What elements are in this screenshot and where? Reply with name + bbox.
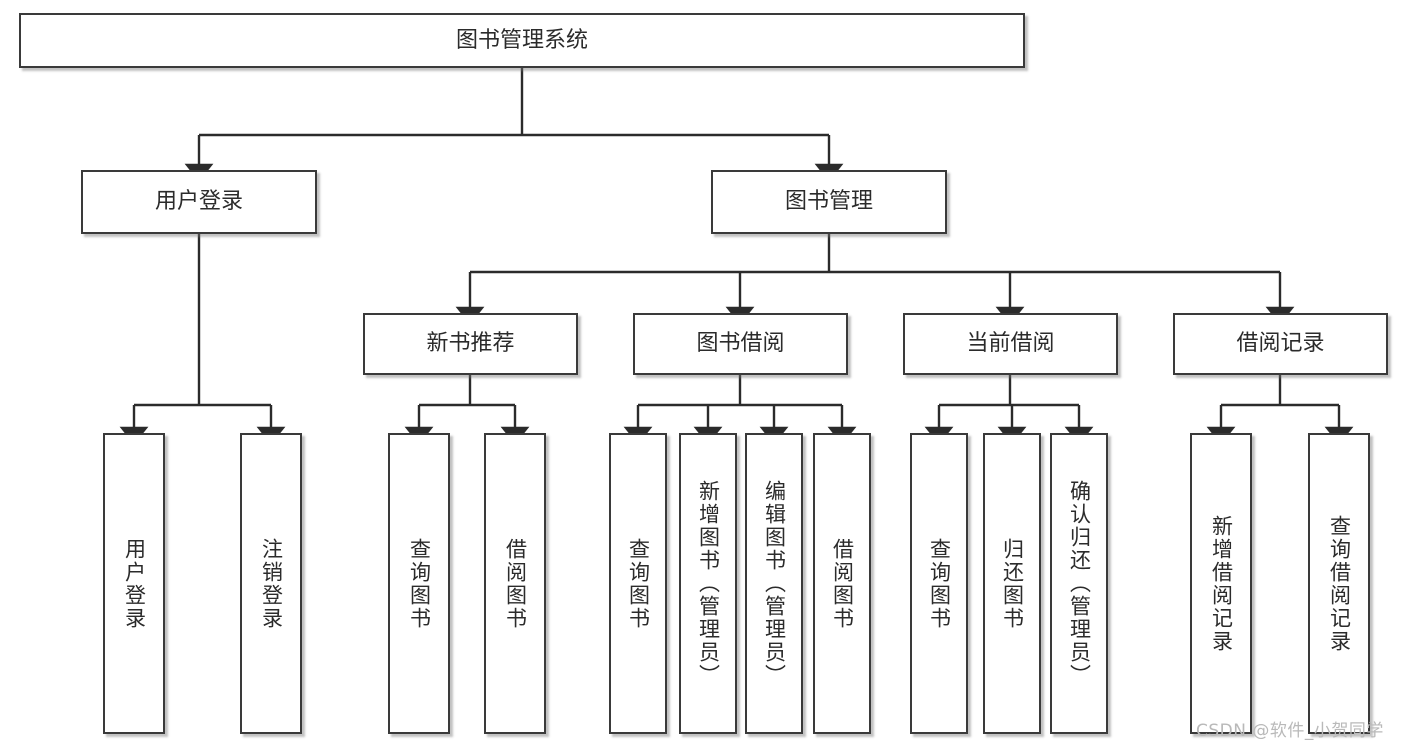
leaf-add-book-admin[interactable]: 新增图书（管理员） [679, 433, 737, 734]
node-label: 新增借阅记录 [1209, 514, 1234, 653]
node-book-management[interactable]: 图书管理 [711, 170, 947, 234]
node-label: 注销登录 [259, 537, 284, 630]
node-label: 归还图书 [1000, 537, 1025, 630]
node-label: 借阅记录 [1236, 331, 1325, 357]
node-label: 编辑图书（管理员） [762, 480, 787, 687]
leaf-query-book-newbook[interactable]: 查询图书 [388, 433, 450, 734]
node-label: 借阅图书 [503, 537, 528, 630]
node-book-borrowing[interactable]: 图书借阅 [633, 313, 848, 375]
leaf-user-login[interactable]: 用户登录 [103, 433, 165, 734]
leaf-borrow-book-newbook[interactable]: 借阅图书 [484, 433, 546, 734]
node-label: 查询图书 [407, 537, 432, 630]
leaf-user-logout[interactable]: 注销登录 [240, 433, 302, 734]
node-label: 新书推荐 [426, 331, 515, 357]
node-new-book-recommendation[interactable]: 新书推荐 [363, 313, 578, 375]
leaf-query-book-borrowing[interactable]: 查询图书 [609, 433, 667, 734]
leaf-add-borrowing-record[interactable]: 新增借阅记录 [1190, 433, 1252, 734]
node-label: 查询图书 [927, 537, 952, 630]
node-user-login[interactable]: 用户登录 [81, 170, 317, 234]
leaf-edit-book-admin[interactable]: 编辑图书（管理员） [745, 433, 803, 734]
edge-group [119, 68, 1354, 445]
node-label: 图书借阅 [696, 331, 785, 357]
node-label: 用户登录 [154, 189, 243, 215]
node-label: 图书管理系统 [455, 27, 588, 53]
node-label: 借阅图书 [830, 537, 855, 630]
node-label: 确认归还（管理员） [1067, 480, 1092, 687]
node-label: 查询借阅记录 [1327, 514, 1352, 653]
node-borrowing-record[interactable]: 借阅记录 [1173, 313, 1388, 375]
leaf-query-borrowing-record[interactable]: 查询借阅记录 [1308, 433, 1370, 734]
leaf-borrow-book-borrowing[interactable]: 借阅图书 [813, 433, 871, 734]
leaf-return-book[interactable]: 归还图书 [983, 433, 1041, 734]
node-root-system[interactable]: 图书管理系统 [19, 13, 1025, 68]
node-label: 新增图书（管理员） [696, 480, 721, 687]
leaf-confirm-return-admin[interactable]: 确认归还（管理员） [1050, 433, 1108, 734]
node-label: 图书管理 [784, 189, 873, 215]
leaf-query-book-current[interactable]: 查询图书 [910, 433, 968, 734]
node-current-borrowing[interactable]: 当前借阅 [903, 313, 1118, 375]
node-label: 当前借阅 [966, 331, 1055, 357]
node-label: 用户登录 [122, 537, 147, 630]
node-label: 查询图书 [626, 537, 651, 630]
